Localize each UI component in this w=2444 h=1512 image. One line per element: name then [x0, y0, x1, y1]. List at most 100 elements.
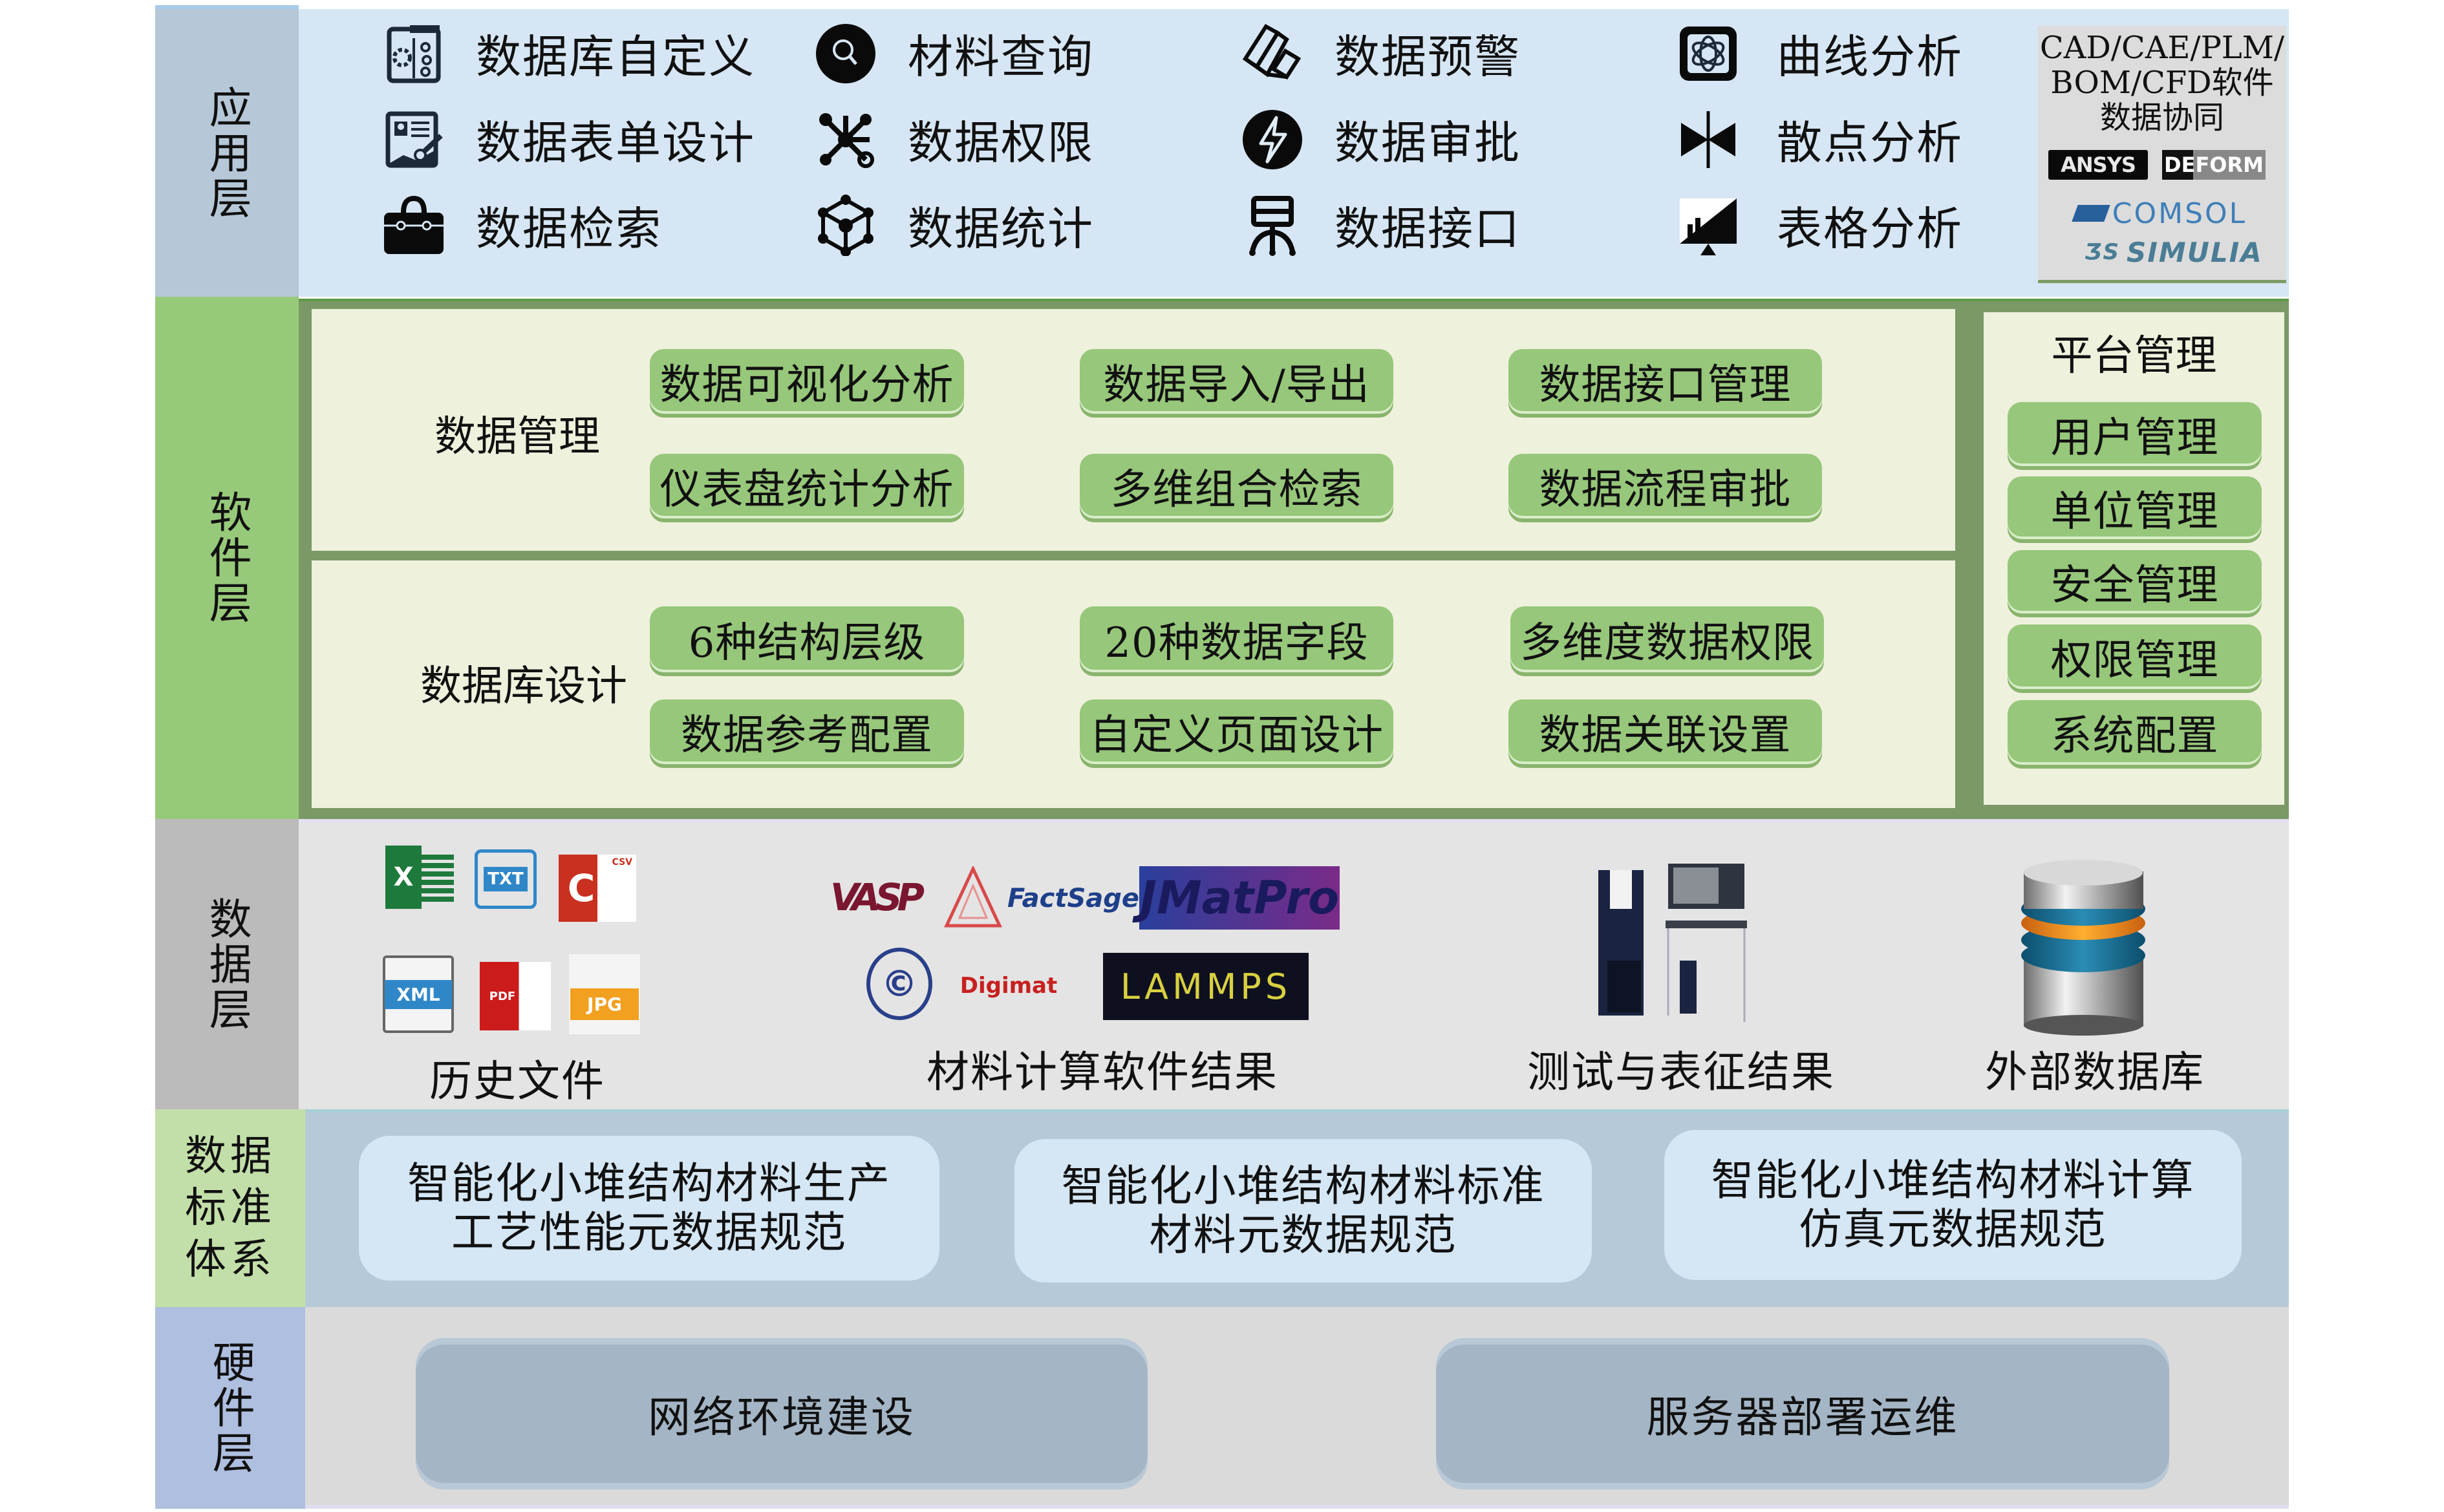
chip-permission-management[interactable]: 权限管理: [2008, 624, 2262, 689]
test-results-caption: 测试与表征结果: [1506, 1039, 1856, 1098]
file-type-text: PDF: [489, 989, 516, 1003]
cad-title-line: BOM/CFD软件: [2050, 64, 2274, 101]
standard-card-material[interactable]: 智能化小堆结构材料标准 材料元数据规范: [1014, 1139, 1592, 1283]
app-item-curve-analysis[interactable]: 曲线分析: [1676, 23, 1963, 84]
chip-structure-levels[interactable]: 6种结构层级: [650, 606, 964, 672]
cad-title-line: CAD/CAE/PLM/: [2039, 30, 2285, 66]
file-type-text: XML: [385, 979, 452, 1009]
app-item-scatter-analysis[interactable]: 散点分析: [1676, 109, 1963, 170]
chip-data-process-approval[interactable]: 数据流程审批: [1508, 454, 1822, 518]
layer-label-app: 应用层: [155, 5, 299, 297]
app-item-label: 曲线分析: [1777, 30, 1963, 83]
chip-data-fields[interactable]: 20种数据字段: [1080, 606, 1393, 672]
standard-card-line: 材料元数据规范: [1149, 1210, 1457, 1260]
chip-data-reference-config[interactable]: 数据参考配置: [650, 699, 964, 764]
atom-curve-icon: [1676, 23, 1741, 84]
material-software-caption-text: 材料计算软件结果: [927, 1047, 1278, 1097]
chip-data-visualization[interactable]: 数据可视化分析: [650, 349, 964, 414]
standard-card-line: 工艺性能元数据规范: [451, 1208, 847, 1257]
chip-label: 数据接口管理: [1539, 361, 1792, 409]
layer-label-data: 数据层: [155, 819, 299, 1109]
txt-file-icon: TXT: [475, 849, 537, 909]
chip-dashboard-statistics[interactable]: 仪表盘统计分析: [650, 454, 964, 518]
app-item-table-analysis[interactable]: 表格分析: [1676, 195, 1963, 256]
app-item-data-approval[interactable]: 数据审批: [1240, 109, 1521, 170]
deform-logo-text: DEFORM: [2164, 153, 2264, 177]
deform-logo: DEFORM: [2162, 150, 2266, 180]
factsage-logo-text: FactSage: [1007, 884, 1140, 913]
chip-label: 数据可视化分析: [659, 361, 954, 409]
chip-label: 用户管理: [2050, 414, 2219, 462]
hardware-card-label: 服务器部署运维: [1646, 1392, 1959, 1442]
comsol-logo: COMSOL: [2057, 197, 2264, 230]
standard-card-production[interactable]: 智能化小堆结构材料生产 工艺性能元数据规范: [359, 1136, 939, 1281]
layer-label-standards-text: 数据标准体系: [185, 1133, 275, 1284]
chip-data-interface-management[interactable]: 数据接口管理: [1508, 349, 1822, 414]
layer-label-software: 软件层: [155, 297, 299, 819]
chip-label: 仪表盘统计分析: [659, 466, 954, 514]
chip-custom-page-design[interactable]: 自定义页面设计: [1080, 699, 1393, 764]
app-item-data-warning[interactable]: 数据预警: [1240, 23, 1521, 84]
lammps-logo-text: LAMMPS: [1120, 966, 1292, 1007]
interface-connector-icon: [1240, 195, 1305, 256]
chip-system-config[interactable]: 系统配置: [2008, 700, 2262, 765]
app-item-label: 数据审批: [1335, 116, 1521, 169]
app-item-material-query[interactable]: 材料查询: [813, 23, 1094, 84]
digimat-logo: Digimat: [944, 963, 1073, 1008]
app-item-label: 数据检索: [476, 202, 662, 255]
app-item-data-interface[interactable]: 数据接口: [1240, 195, 1521, 256]
hardware-card-server[interactable]: 服务器部署运维: [1436, 1338, 2169, 1489]
standard-card-line: 仿真元数据规范: [1799, 1204, 2107, 1254]
app-item-data-statistics[interactable]: 数据统计: [813, 195, 1094, 256]
chip-label: 权限管理: [2050, 637, 2219, 685]
castep-mark-icon: ©: [881, 963, 917, 1005]
test-results-caption-text: 测试与表征结果: [1527, 1047, 1835, 1097]
layer-label-app-text: 应用层: [202, 85, 252, 221]
app-item-label: 表格分析: [1777, 202, 1963, 255]
hardware-card-network[interactable]: 网络环境建设: [416, 1338, 1148, 1489]
database-design-label-text: 数据库设计: [420, 663, 627, 710]
layer-label-hardware-text: 硬件层: [205, 1340, 255, 1476]
chip-data-association-settings[interactable]: 数据关联设置: [1508, 699, 1822, 764]
app-column-2: 材料查询 数据权限 数据统计: [813, 23, 1094, 256]
chip-data-import-export[interactable]: 数据导入/导出: [1080, 349, 1393, 414]
standard-card-simulation[interactable]: 智能化小堆结构材料计算 仿真元数据规范: [1664, 1130, 2242, 1280]
history-files-caption: 历史文件: [388, 1049, 647, 1107]
cad-title-line: 数据协同: [2099, 99, 2224, 136]
layer-label-standards: 数据标准体系: [155, 1109, 305, 1307]
comsol-logo-text: COMSOL: [2112, 197, 2247, 230]
chip-label: 数据关联设置: [1539, 712, 1792, 760]
database-design-box: [312, 560, 1955, 808]
chip-user-management[interactable]: 用户管理: [2008, 402, 2262, 466]
test-equipment-image: [1592, 864, 1753, 1025]
chip-security-management[interactable]: 安全管理: [2008, 550, 2262, 613]
vasp-logo: VASP: [826, 866, 925, 928]
app-item-database-custom[interactable]: 数据库自定义: [381, 23, 755, 84]
thermo-calc-logo: [944, 865, 1002, 928]
excel-file-icon: X: [385, 846, 422, 909]
cad-collaboration-box: CAD/CAE/PLM/ BOM/CFD软件 数据协同 ANSYS DEFORM…: [2038, 26, 2286, 283]
search-icon: [813, 23, 878, 84]
app-item-form-design[interactable]: 数据表单设计: [381, 109, 755, 170]
app-item-data-permission[interactable]: 数据权限: [813, 109, 1094, 170]
chip-label: 多维组合检索: [1110, 466, 1363, 514]
history-files-group: X TXT C CSV XML PDF JPG: [381, 840, 659, 1047]
chip-label: 6种结构层级: [688, 619, 926, 667]
chip-label: 多维度数据权限: [1520, 619, 1814, 667]
jpg-file-icon: JPG: [569, 954, 640, 1034]
file-type-text: CSV: [612, 857, 632, 868]
history-files-caption-text: 历史文件: [429, 1056, 605, 1106]
standard-card-line: 智能化小堆结构材料生产: [407, 1158, 891, 1209]
chip-multidimensional-search[interactable]: 多维组合检索: [1080, 454, 1393, 518]
form-design-icon: [381, 109, 446, 170]
chip-label: 数据参考配置: [681, 712, 933, 760]
app-item-data-search[interactable]: 数据检索: [381, 195, 755, 256]
layer-label-data-text: 数据层: [202, 896, 252, 1032]
jmatpro-logo: JMatPro: [1139, 866, 1340, 930]
chip-unit-management[interactable]: 单位管理: [2008, 476, 2262, 539]
chip-multidimensional-permissions[interactable]: 多维度数据权限: [1510, 606, 1824, 672]
lightning-icon: [1240, 109, 1305, 170]
app-item-label: 散点分析: [1777, 116, 1963, 169]
comsol-mark-icon: [2072, 205, 2110, 222]
external-database-icon: [2001, 858, 2166, 1036]
